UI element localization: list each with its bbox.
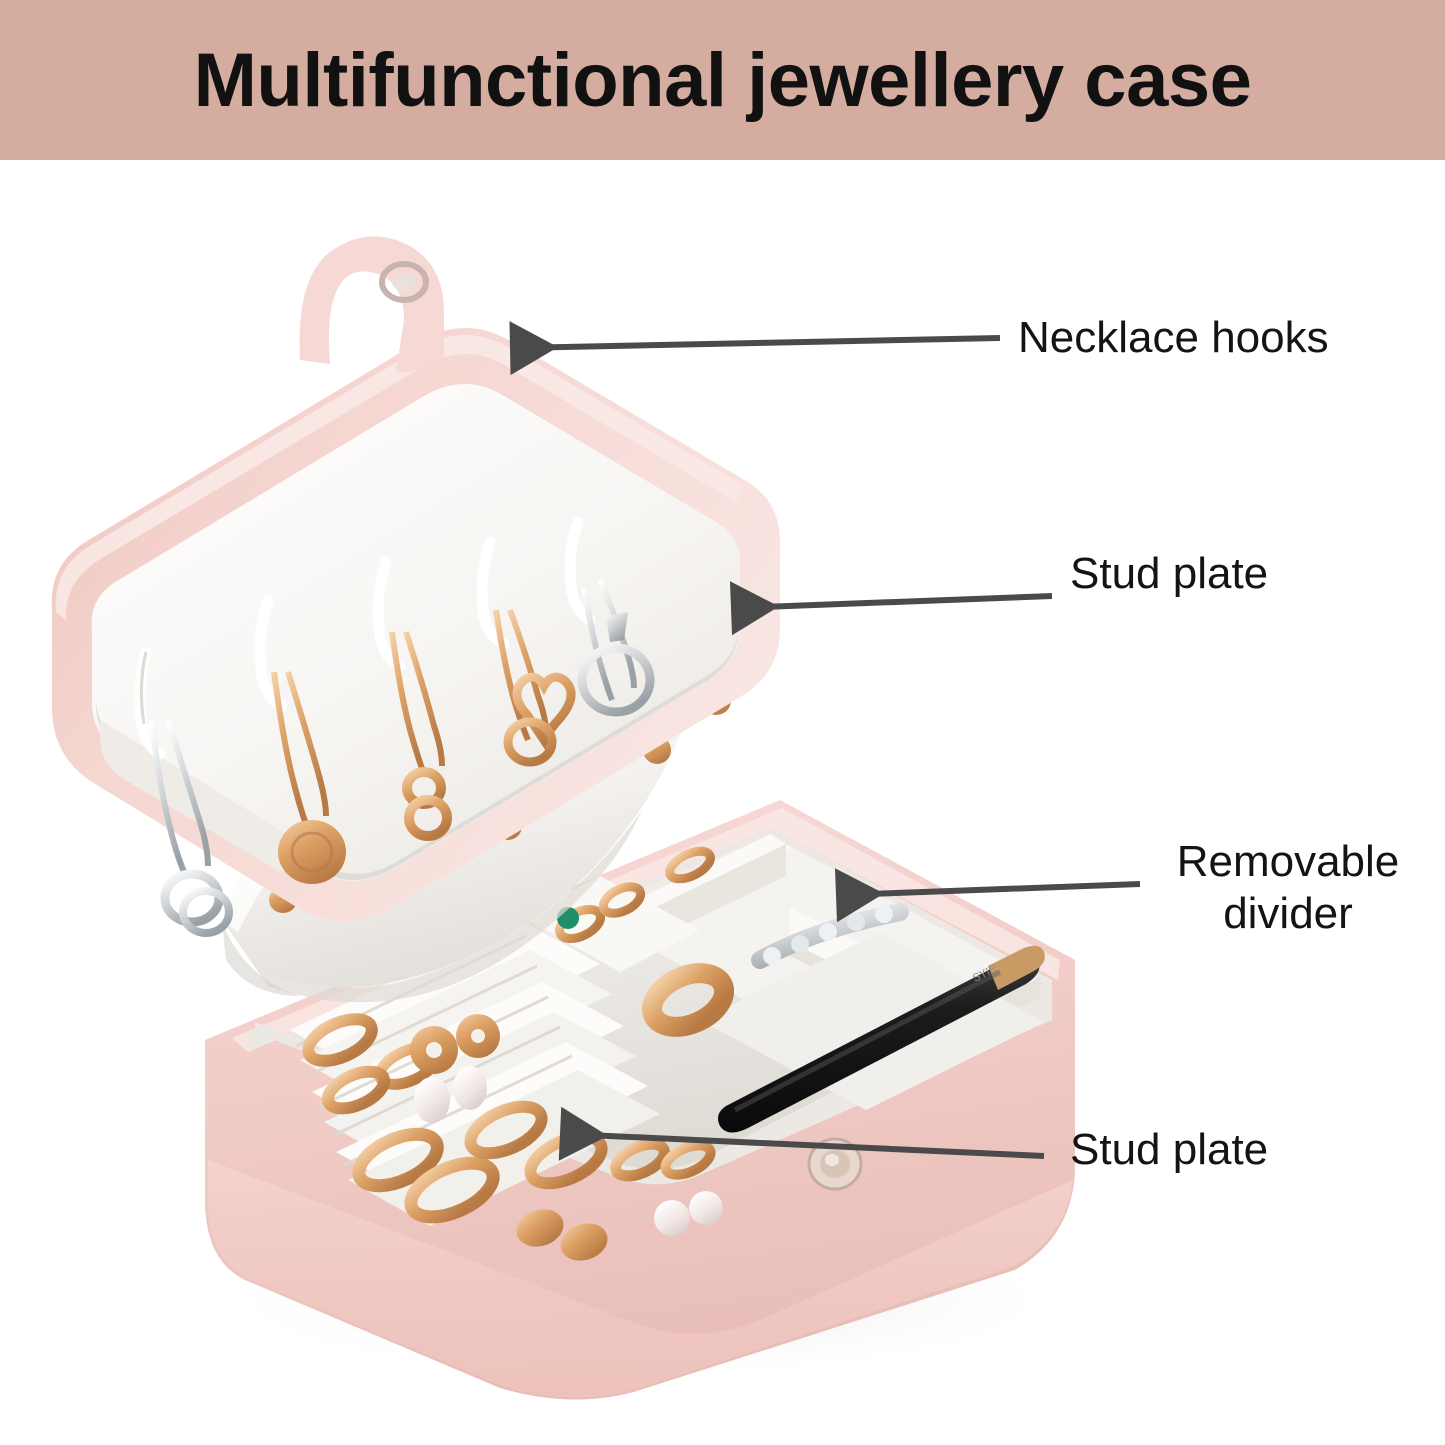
case-lid	[51, 236, 780, 937]
callout-label-stud-plate-top: Stud plate	[1070, 549, 1269, 598]
page-title: Multifunctional jewellery case	[193, 37, 1252, 123]
snap-button	[807, 1137, 863, 1191]
jewellery-case-illustration: SYIE	[51, 236, 1075, 1400]
rose-gold-band	[641, 963, 735, 1037]
lipstick: SYIE	[718, 945, 1045, 1133]
necklace-hook-1	[134, 646, 233, 937]
green-gem-ring	[555, 882, 646, 943]
pendant-knot-silver	[160, 869, 233, 937]
necklace-hook-4	[476, 536, 576, 767]
base-tray-jewellery	[302, 846, 909, 1261]
lipstick-compartment	[700, 932, 1044, 1110]
pendant-infinity-rosegold	[402, 767, 452, 841]
callout-label-stud-plate-bottom: Stud plate	[1070, 1125, 1269, 1174]
callout-label-necklace-hooks: Necklace hooks	[1018, 313, 1329, 362]
necklace-hook-2	[254, 594, 346, 884]
gold-rings	[302, 1013, 716, 1224]
leopard-studs	[516, 1209, 608, 1261]
product-photo: SYIE	[0, 160, 1445, 1445]
lid-clasp-tab	[299, 236, 444, 373]
necklace-hooks	[134, 516, 655, 937]
header-banner	[0, 0, 1445, 160]
necklace-hook-5	[564, 516, 655, 717]
gold-band-rear	[665, 846, 715, 884]
flower-earrings	[410, 1014, 500, 1074]
necklace-hook-3	[372, 556, 452, 841]
pendant-heart-rosegold	[503, 672, 576, 767]
pearl-earrings	[414, 1066, 723, 1236]
callout-label-removable-divider: Removable divider	[1176, 837, 1400, 938]
pendant-coin-rosegold	[278, 820, 346, 884]
pendant-circle-silver	[577, 612, 655, 717]
